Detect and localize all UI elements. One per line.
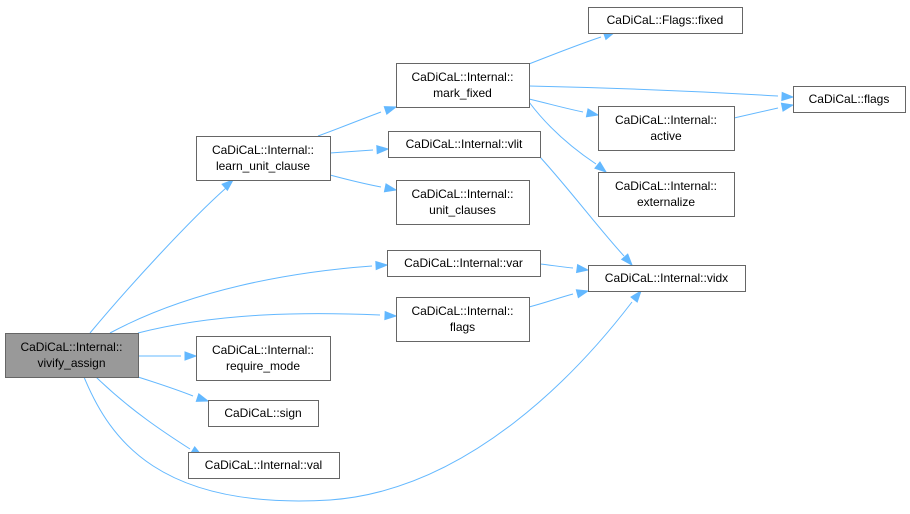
node-active[interactable]: CaDiCaL::Internal::active xyxy=(598,106,735,151)
node-label-line: CaDiCaL::Internal:: xyxy=(615,113,717,127)
edge-vivify_assign-to-learn_unit_clause xyxy=(89,187,227,334)
node-box xyxy=(387,250,541,277)
node-box xyxy=(208,400,319,427)
node-cadical-flags[interactable]: CaDiCaL::flags xyxy=(793,86,906,113)
node-label-line: CaDiCaL::Internal::vidx xyxy=(605,271,728,285)
arrowhead-vidx xyxy=(575,289,590,299)
node-label-line: CaDiCaL::Internal:: xyxy=(615,179,717,193)
arrowhead-vidx xyxy=(630,289,642,303)
arrowhead-learn_unit_clause xyxy=(221,179,235,192)
arrowhead-vlit xyxy=(376,144,390,155)
edge-mark_fixed-to-externalize xyxy=(528,101,597,165)
node-box xyxy=(793,86,906,113)
node-unit-clauses[interactable]: CaDiCaL::Internal::unit_clauses xyxy=(396,180,530,225)
node-label-line: require_mode xyxy=(226,359,300,373)
node-val[interactable]: CaDiCaL::Internal::val xyxy=(188,452,340,479)
node-box xyxy=(196,136,331,181)
node-label-line: CaDiCaL::Flags::fixed xyxy=(607,13,724,27)
arrowhead-cadical_flags xyxy=(781,91,795,102)
node-externalize[interactable]: CaDiCaL::Internal::externalize xyxy=(598,172,735,217)
node-label-line: CaDiCaL::Internal:: xyxy=(212,343,314,357)
node-learn-unit-clause[interactable]: CaDiCaL::Internal::learn_unit_clause xyxy=(196,136,331,181)
edge-internal_flags-to-vidx xyxy=(528,293,574,308)
arrowhead-unit_clauses xyxy=(383,183,398,193)
node-label-line: learn_unit_clause xyxy=(216,159,310,173)
node-flags-fixed[interactable]: CaDiCaL::Flags::fixed xyxy=(588,7,743,34)
node-vivify-assign[interactable]: CaDiCaL::Internal::vivify_assign xyxy=(5,333,139,378)
node-box xyxy=(598,172,735,217)
edge-vivify_assign-to-var xyxy=(109,265,373,334)
edge-var-to-vidx xyxy=(539,263,574,269)
node-label-line: vivify_assign xyxy=(37,356,105,370)
arrowhead-vidx xyxy=(620,253,633,267)
node-box xyxy=(188,452,340,479)
node-var[interactable]: CaDiCaL::Internal::var xyxy=(387,250,541,277)
edge-learn_unit_clause-to-unit_clauses xyxy=(329,174,382,188)
arrowhead-require_mode xyxy=(184,351,198,361)
node-label-line: CaDiCaL::Internal:: xyxy=(411,187,513,201)
node-box xyxy=(588,7,743,34)
node-box xyxy=(598,106,735,151)
node-label-line: unit_clauses xyxy=(429,203,496,217)
node-label-line: CaDiCaL::Internal:: xyxy=(20,340,122,354)
node-box xyxy=(396,297,530,342)
node-label-line: CaDiCaL::Internal::val xyxy=(205,458,322,472)
node-mark-fixed[interactable]: CaDiCaL::Internal::mark_fixed xyxy=(396,63,530,108)
node-label-line: flags xyxy=(450,320,475,334)
node-label-line: CaDiCaL::Internal::var xyxy=(404,256,523,270)
node-vidx[interactable]: CaDiCaL::Internal::vidx xyxy=(588,265,746,292)
node-box xyxy=(588,265,746,292)
edge-vivify_assign-to-internal_flags xyxy=(137,313,381,334)
edge-mark_fixed-to-active xyxy=(528,98,584,113)
node-box xyxy=(388,131,541,158)
node-label-line: mark_fixed xyxy=(433,86,492,100)
arrowhead-sign xyxy=(195,392,210,402)
edge-mark_fixed-to-cadical_flags xyxy=(528,85,779,97)
node-box xyxy=(396,180,530,225)
node-sign[interactable]: CaDiCaL::sign xyxy=(208,400,319,427)
edge-vlit-to-vidx xyxy=(539,156,625,257)
node-label-line: externalize xyxy=(637,195,695,209)
node-label-line: CaDiCaL::Internal:: xyxy=(411,70,513,84)
node-label-line: CaDiCaL::Internal:: xyxy=(411,304,513,318)
edge-vivify_assign-to-sign xyxy=(137,376,194,397)
edge-vivify_assign-to-vidx xyxy=(83,301,633,502)
edge-active-to-cadical_flags xyxy=(733,107,779,119)
node-require-mode[interactable]: CaDiCaL::Internal::require_mode xyxy=(196,336,331,381)
arrowhead-vidx xyxy=(575,263,590,274)
arrowhead-mark_fixed xyxy=(383,106,398,116)
node-label-line: CaDiCaL::flags xyxy=(809,92,890,106)
node-label-line: CaDiCaL::Internal:: xyxy=(212,143,314,157)
node-label-line: CaDiCaL::sign xyxy=(224,406,301,420)
node-box xyxy=(196,336,331,381)
edge-learn_unit_clause-to-mark_fixed xyxy=(317,111,382,137)
node-label-line: CaDiCaL::Internal::vlit xyxy=(406,137,523,151)
node-internal-flags[interactable]: CaDiCaL::Internal::flags xyxy=(396,297,530,342)
node-box xyxy=(5,333,139,378)
arrowhead-active xyxy=(585,108,600,118)
arrowhead-internal_flags xyxy=(384,310,398,321)
node-layer: CaDiCaL::Internal::vivify_assignCaDiCaL:… xyxy=(5,7,906,479)
node-box xyxy=(396,63,530,108)
edge-layer xyxy=(83,31,795,502)
node-label-line: active xyxy=(650,129,682,143)
edge-mark_fixed-to-flags_fixed xyxy=(528,36,602,65)
edge-learn_unit_clause-to-vlit xyxy=(329,149,374,154)
arrowhead-var xyxy=(375,260,389,271)
edge-vivify_assign-to-val xyxy=(95,376,191,450)
arrowhead-cadical_flags xyxy=(780,102,795,112)
arrowhead-externalize xyxy=(594,161,608,173)
node-vlit[interactable]: CaDiCaL::Internal::vlit xyxy=(388,131,541,158)
